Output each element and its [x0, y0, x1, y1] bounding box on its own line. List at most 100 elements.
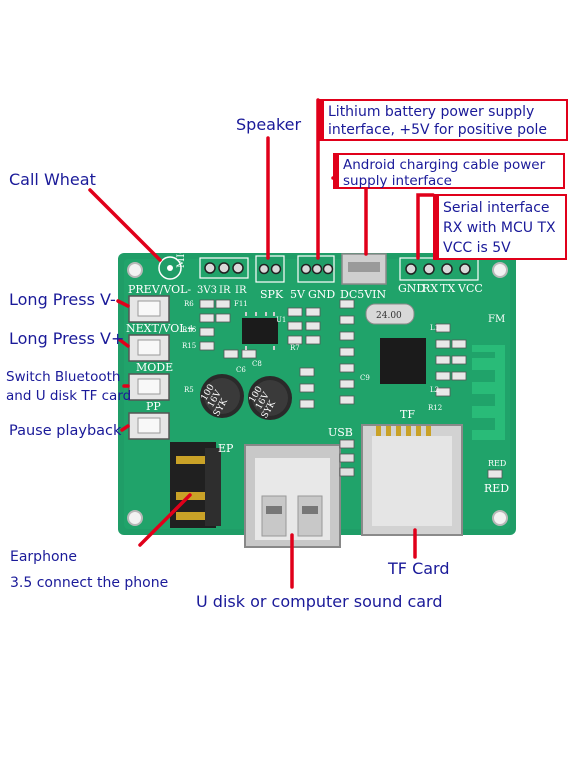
tf-contact: [426, 426, 431, 436]
smd-resistor: [305, 321, 321, 331]
usb-port-tab: [266, 506, 282, 514]
usb-port-tab: [302, 506, 318, 514]
smd-pad: [339, 467, 355, 477]
smd-resistor: [435, 323, 451, 333]
usb-port-contact: [261, 495, 287, 537]
smd-resistor: [339, 331, 355, 341]
smd-resistor: [199, 327, 215, 337]
audio-jack-pin: [176, 456, 206, 464]
arrow-next: [118, 338, 130, 348]
silk-r16: R16: [182, 326, 197, 334]
pin-hole: [270, 263, 282, 275]
silk-c9: C9: [360, 374, 370, 382]
pin-hole: [441, 263, 453, 275]
pin-hole: [258, 263, 270, 275]
pin-hole: [322, 263, 334, 275]
smd-resistor: [215, 313, 231, 323]
pin-hole: [300, 263, 312, 275]
usb-port-contact: [297, 495, 323, 537]
tact-buttons: [128, 295, 170, 440]
speaker-label: Speaker: [236, 115, 302, 134]
arrow-pp: [120, 424, 130, 432]
silk-mode: MODE: [136, 361, 173, 374]
microphone-center: [167, 265, 173, 271]
pin-hole: [423, 263, 435, 275]
smd-resistor: [287, 307, 303, 317]
smd-resistor: [339, 395, 355, 405]
smd-resistor: [287, 321, 303, 331]
serial-line1: Serial interface: [443, 200, 550, 216]
smd-pad: [339, 453, 355, 463]
tf-contact: [386, 426, 391, 436]
silk-fm: FM: [488, 314, 505, 325]
silk-l2: L2: [430, 386, 439, 394]
android-callout: Android charging cable power supply inte…: [333, 153, 565, 189]
silk-mic: MIC: [176, 246, 187, 268]
smd-resistor: [199, 299, 215, 309]
silk-gnd: GND: [308, 288, 335, 301]
mounting-hole: [127, 510, 143, 526]
earphone-label-line1: Earphone: [10, 549, 77, 565]
audio-jack-pin: [176, 512, 206, 520]
amplifier-ic: [242, 318, 278, 344]
smd-resistor: [435, 339, 451, 349]
mode-label-line2: and U disk TF card: [6, 388, 132, 404]
smd-resistor: [339, 379, 355, 389]
silk-rx: RX: [422, 282, 438, 295]
silk-r12: R12: [428, 404, 442, 412]
silk-ir1: IR: [219, 285, 231, 296]
serial-line3: VCC is 5V: [443, 240, 511, 256]
smd-resistor: [241, 349, 257, 359]
silk-r7: R7: [290, 344, 300, 352]
silk-ep: EP: [218, 442, 234, 455]
arrow-call-wheat: [88, 188, 162, 262]
smd-resistor: [305, 335, 321, 345]
silk-r6: R6: [184, 300, 194, 308]
callout-bar: [333, 155, 339, 187]
pin-hole: [459, 263, 471, 275]
smd-resistor: [215, 299, 231, 309]
mounting-hole: [492, 510, 508, 526]
smd-resistor: [451, 371, 467, 381]
mounting-holes: [127, 262, 508, 526]
silk-tf: TF: [400, 408, 415, 421]
usb-pads: [339, 439, 355, 477]
silk-r15: R15: [182, 342, 196, 350]
smd-pad: [339, 439, 355, 449]
silk-crystal: 24.00: [376, 311, 402, 321]
tf-card-slot-inner: [372, 436, 452, 526]
ir-header: [199, 257, 249, 279]
arrow-serial: [416, 193, 435, 260]
pin-hole: [218, 262, 230, 274]
tf-card-contacts: [376, 426, 431, 436]
silk-3v3: 3V3: [197, 285, 217, 296]
arrow-earphone: [138, 493, 192, 547]
silk-u1: U1: [276, 316, 286, 324]
prev-label: Long Press V-: [9, 290, 116, 309]
mounting-hole: [492, 262, 508, 278]
smd-resistor: [339, 299, 355, 309]
android-line2: supply interface: [343, 173, 452, 189]
tf-card-label: TF Card: [388, 559, 450, 578]
call-wheat-label: Call Wheat: [9, 170, 96, 189]
callout-bar: [433, 196, 439, 258]
tf-contact: [376, 426, 381, 436]
capacitor-top: [252, 380, 288, 416]
lithium-callout: Lithium battery power supply interface, …: [318, 99, 568, 141]
tf-contact: [406, 426, 411, 436]
callout-bar: [318, 101, 324, 139]
silk-ir2: IR: [235, 285, 247, 296]
smd-resistor: [199, 313, 215, 323]
smd-resistor: [299, 399, 315, 409]
ir-pins: [204, 262, 244, 274]
silk-l1: L1: [430, 324, 439, 332]
mode-button-cap: [137, 378, 161, 395]
smd-resistor: [339, 347, 355, 357]
pin-hole: [311, 263, 323, 275]
silk-prev: PREV/VOL-: [128, 283, 191, 296]
smd-components: [199, 299, 467, 409]
android-line1: Android charging cable power: [343, 157, 546, 173]
pp-button-cap: [137, 417, 161, 434]
